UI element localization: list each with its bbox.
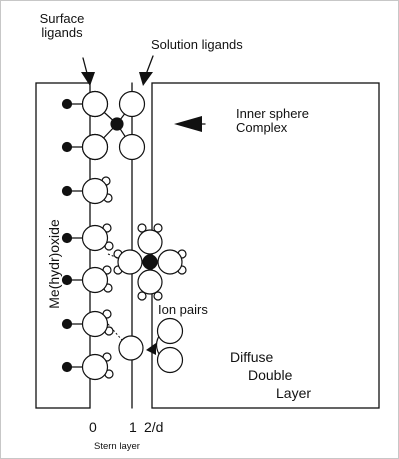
outer-hydrogen-atom (137, 223, 147, 233)
surface-metal-atom (61, 361, 73, 373)
surface-ligand-circle (81, 266, 109, 294)
surface-metal-atom (61, 185, 73, 197)
plane-label-1: 1 (129, 419, 137, 435)
surface-ligand-circle (81, 177, 109, 205)
surface-metal-atom (61, 274, 73, 286)
inner-sphere-line-1: Inner sphere (236, 106, 309, 121)
surface-metal-atom (61, 141, 73, 153)
ion-pair-circle (118, 335, 144, 361)
complex-surface-ligand (81, 133, 109, 161)
inner-sphere-line-2: Complex (236, 120, 288, 135)
outer-sphere-link (107, 253, 119, 259)
complex-metal-atom (110, 117, 124, 131)
mineral-surface-box (35, 82, 91, 409)
outer-ligand-left (117, 249, 143, 275)
outer-ligand-right (157, 249, 183, 275)
solution-ligands-arrowhead (139, 72, 153, 86)
complex-solution-ligand (118, 90, 146, 118)
ion-pair-link (107, 323, 123, 341)
diffuse-ion-circle-1 (156, 317, 184, 345)
surface-ligands-line-2: ligands (41, 25, 83, 40)
surface-ligand-circle (81, 353, 109, 381)
surface-metal-atom (61, 318, 73, 330)
plane-label-2d: 2/d (144, 419, 164, 435)
outer-hydrogen-atom (153, 223, 163, 233)
ion-pairs-arrowhead (146, 343, 156, 355)
plane-label-0: 0 (89, 419, 97, 435)
surface-ligand-circle (81, 224, 109, 252)
diagram-shapes (35, 55, 380, 409)
surface-metal-atom (61, 98, 73, 110)
solution-ligands-label: Solution ligands (151, 37, 243, 52)
diffuse-line: Diffuse (230, 349, 274, 365)
complex-solution-ligand (118, 133, 146, 161)
complex-surface-ligand (81, 90, 109, 118)
outer-ligand-bottom (137, 269, 163, 295)
double-line: Double (248, 367, 293, 383)
surface-ligands-label: Surface ligands (22, 12, 102, 40)
outer-hydrogen-atom (137, 291, 147, 301)
surface-ligands-arrowhead (81, 72, 95, 86)
diffuse-ion-circle-2 (156, 346, 184, 374)
inner-sphere-arrowhead (174, 116, 202, 132)
diffuse-double-layer-label: Diffuse Double Layer (216, 350, 336, 410)
ion-pairs-label: Ion pairs (158, 302, 208, 317)
stern-layer-label: Stern layer (94, 441, 140, 452)
outer-metal-atom (142, 254, 158, 270)
surface-ligands-line-1: Surface (39, 11, 85, 26)
inner-sphere-complex-label: Inner sphere Complex (236, 107, 309, 135)
outer-hydrogen-atom (153, 291, 163, 301)
layer-line: Layer (276, 385, 312, 401)
surface-metal-atom (61, 232, 73, 244)
surface-ligand-circle (81, 310, 109, 338)
outer-ligand-top (137, 229, 163, 255)
mineral-label: Me(hydr)oxide (46, 219, 62, 309)
